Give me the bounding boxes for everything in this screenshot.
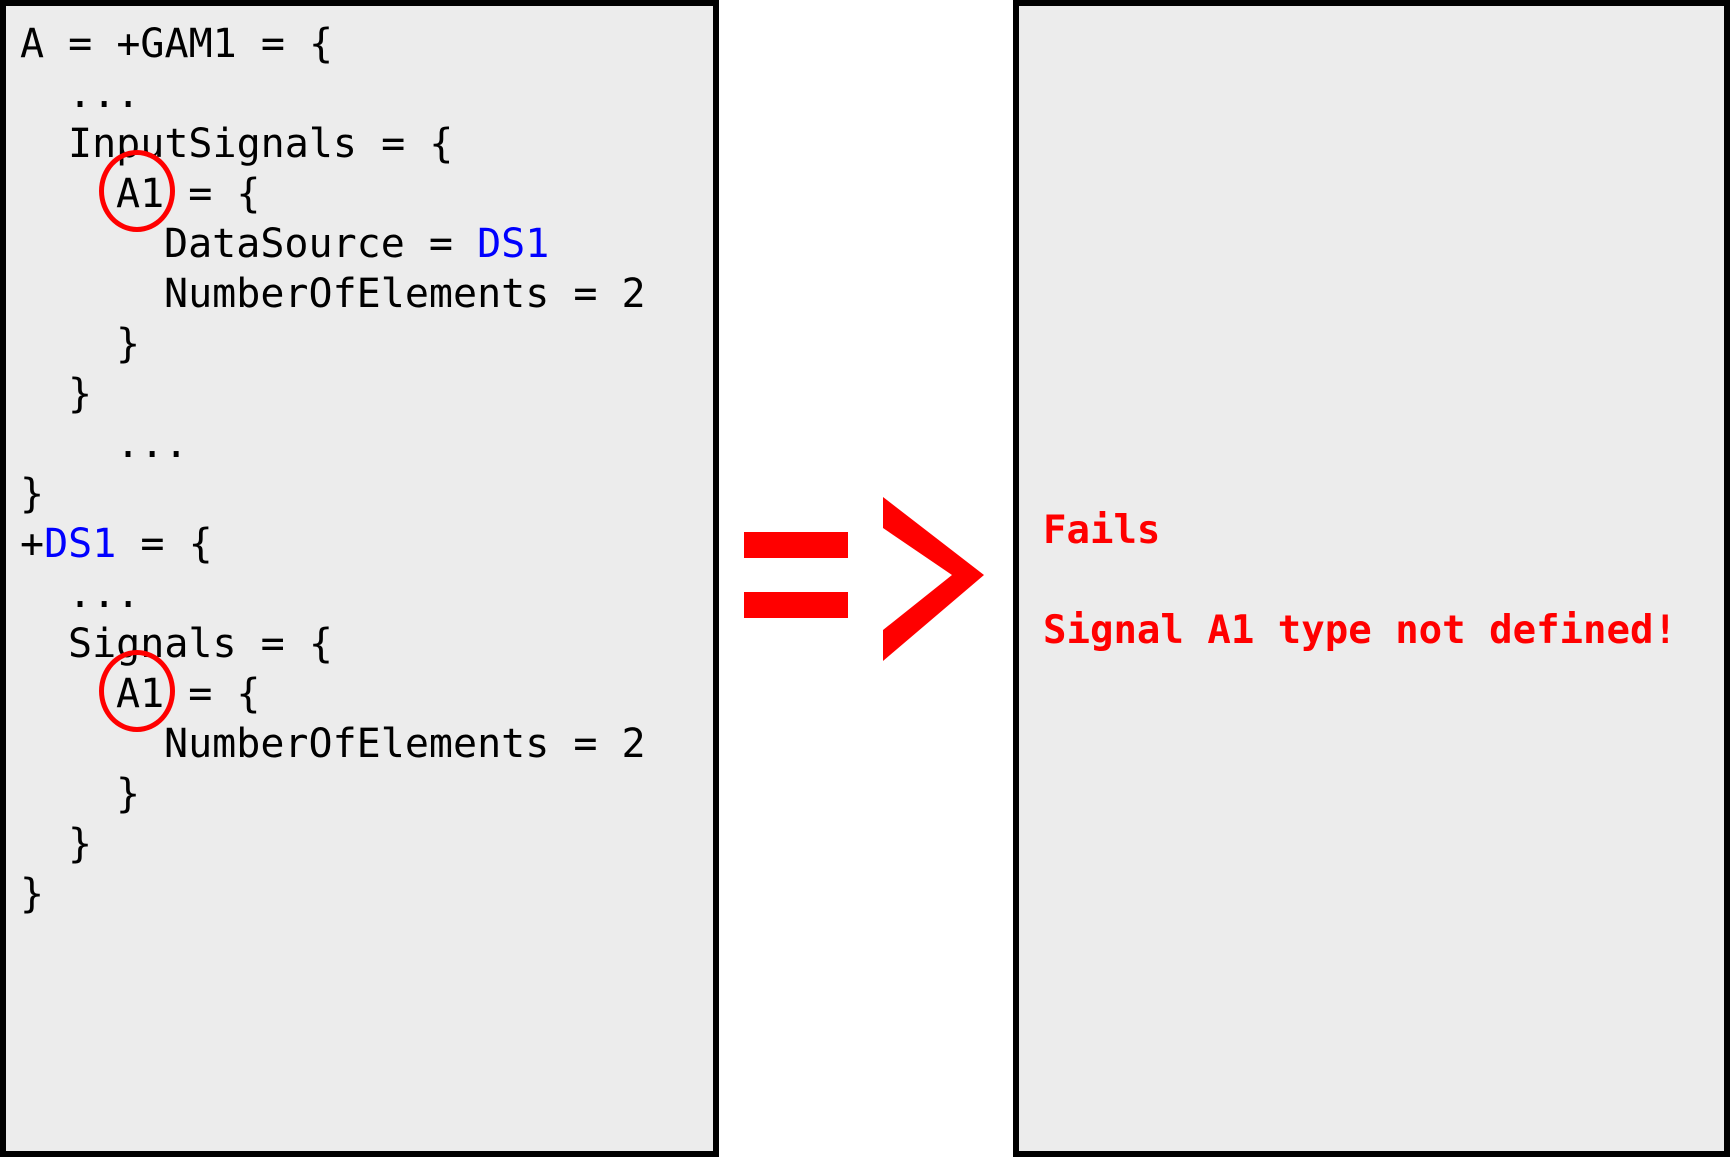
code-line: }	[68, 821, 93, 867]
code-line: ...	[68, 571, 141, 617]
code-line: }	[116, 321, 141, 367]
code-line: }	[68, 371, 93, 417]
code-line: ...	[116, 421, 189, 467]
code-text: +	[20, 521, 45, 567]
circle-marker-icon	[99, 650, 175, 732]
code-text: DataSource =	[164, 221, 478, 267]
datasource-reference: DS1	[477, 221, 550, 267]
datasource-name: DS1	[44, 521, 117, 567]
result-panel: Fails Signal A1 type not defined!	[1013, 0, 1730, 1157]
code-line: A = +GAM1 = {	[20, 21, 334, 67]
code-line: }	[116, 771, 141, 817]
code-line: Signals = {	[68, 621, 333, 667]
code-line: }	[20, 871, 45, 917]
code-line: +DS1 = {	[20, 520, 213, 568]
code-line: DataSource = DS1	[164, 220, 549, 268]
code-line: NumberOfElements = 2	[164, 721, 646, 767]
code-text: = {	[116, 521, 213, 567]
error-message: Signal A1 type not defined!	[1043, 608, 1677, 653]
config-code-panel: A = +GAM1 = { ... InputSignals = { A1 = …	[0, 0, 719, 1157]
code-line: ...	[68, 71, 141, 117]
code-line: }	[20, 471, 45, 517]
implies-arrow-icon	[744, 497, 984, 661]
circle-marker-icon	[99, 150, 175, 232]
code-line: NumberOfElements = 2	[164, 271, 646, 317]
result-status: Fails	[1043, 508, 1161, 553]
